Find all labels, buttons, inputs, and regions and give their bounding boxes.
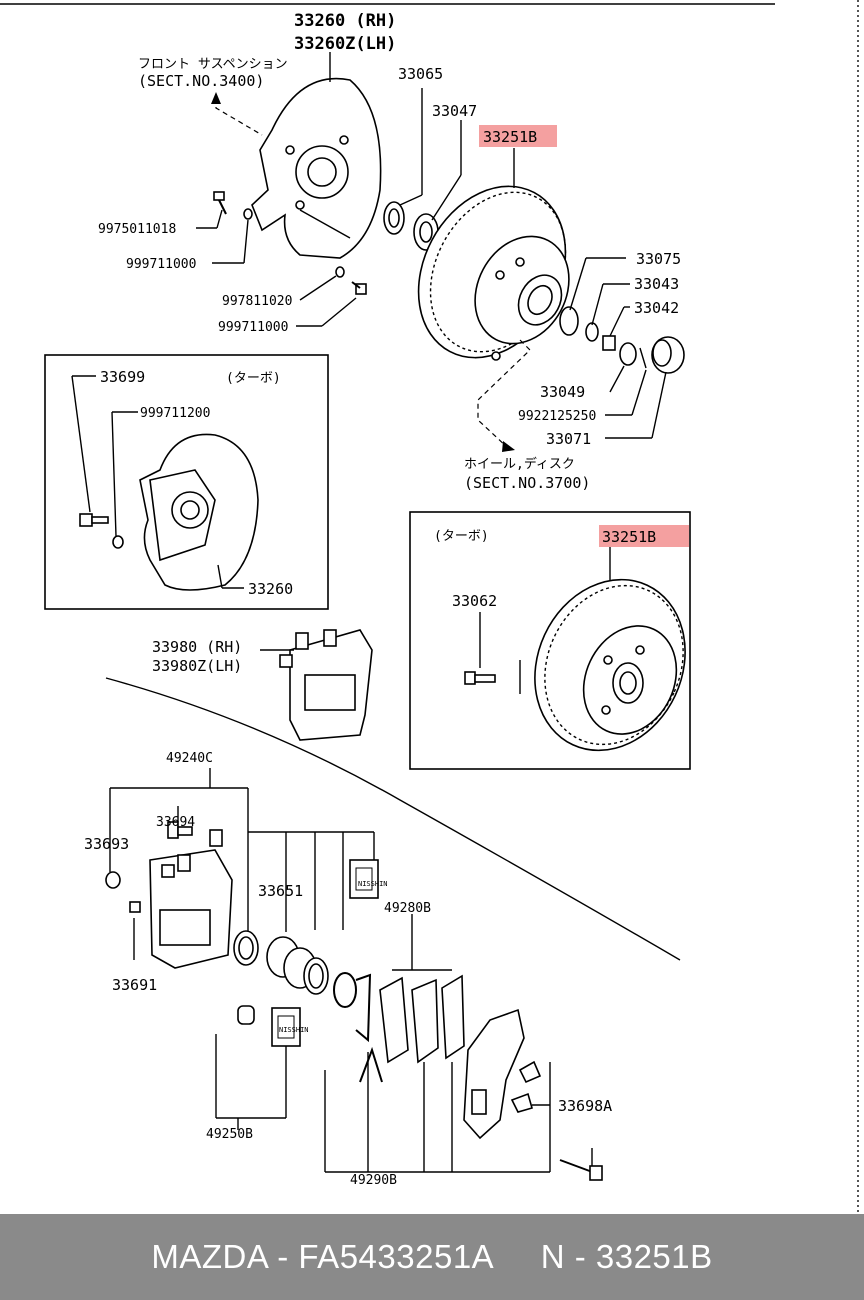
label-33698a: 33698A: [558, 1097, 612, 1115]
label-33065: 33065: [398, 65, 443, 83]
turbo-shield-box: [44, 354, 329, 610]
label-999711000-b: 999711000: [218, 320, 288, 335]
seal-kit-b: NISSHIN: [271, 1007, 309, 1047]
nut-lock-33049: [619, 342, 637, 366]
label-turbo-b: (ターボ): [434, 529, 489, 544]
dust-boot: [233, 930, 259, 966]
label-sect-3400: (SECT.NO.3400): [138, 72, 264, 90]
washer-33043: [585, 322, 599, 342]
bolt-33691: [129, 901, 141, 913]
label-49240c: 49240C: [166, 751, 213, 766]
highlight-33251b-box: [599, 525, 689, 547]
label-33047: 33047: [432, 102, 477, 120]
nut-33042: [602, 335, 616, 351]
label-33043: 33043: [634, 275, 679, 293]
label-33651: 33651: [258, 882, 303, 900]
label-33699: 33699: [100, 368, 145, 386]
label-33260-box: 33260: [248, 580, 293, 598]
label-33980z-lh: 33980Z(LH): [152, 657, 242, 675]
turbo-brake-disc: [534, 578, 686, 752]
bushing: [237, 1005, 255, 1025]
label-997811020: 997811020: [222, 294, 292, 309]
anti-rattle-clip: [355, 973, 372, 1043]
label-33980-rh: 33980 (RH): [152, 638, 242, 656]
part-number-footer: MAZDA - FA5433251A N - 33251B: [0, 1214, 864, 1300]
clip-a: [518, 1060, 542, 1084]
bearing-33075: [559, 306, 579, 336]
label-33260-rh: 33260 (RH): [294, 11, 396, 31]
label-49250b: 49250B: [206, 1127, 253, 1142]
grease-cap-33071: [651, 336, 685, 374]
label-999711200: 999711200: [140, 406, 210, 421]
label-9922125250: 9922125250: [518, 409, 596, 424]
label-33694: 33694: [156, 815, 195, 830]
caliper-mounting-bracket: [463, 1008, 525, 1140]
label-33251b-box: 33251B: [602, 528, 656, 546]
label-33691: 33691: [112, 976, 157, 994]
label-9975011018: 9975011018: [98, 222, 176, 237]
label-999711000-a: 999711000: [126, 257, 196, 272]
label-33693: 33693: [84, 835, 129, 853]
brake-pads-49280b: [379, 974, 465, 1064]
washer-999711200: [112, 535, 124, 549]
dust-shield-33260: [251, 77, 382, 259]
washer-999711000-a: [243, 208, 253, 220]
parts-diagram: NISSHIN NISSHIN: [0, 0, 859, 1214]
seal-kit-b-mark: NISSHIN: [279, 1026, 309, 1034]
bolt-33698a: [559, 1159, 603, 1181]
highlight-33251b-top: [479, 125, 557, 147]
label-wheel-disc: ホイール,ディスク: [464, 456, 575, 472]
label-33075: 33075: [636, 250, 681, 268]
oil-seal-33065: [383, 201, 405, 235]
cotter-pin-9922125250: [639, 347, 647, 369]
bolt-999711000-b: [351, 281, 367, 295]
brake-disc-33251b: [417, 185, 570, 361]
piston-seal: [303, 957, 329, 995]
screw-33062: [464, 671, 496, 685]
cap-33693: [105, 871, 121, 889]
caliper-33980: [279, 629, 373, 741]
label-front-suspension: フロント サスペンション: [138, 57, 288, 72]
label-sect-3700: (SECT.NO.3700): [464, 474, 590, 492]
label-33042: 33042: [634, 299, 679, 317]
shim-a: [359, 1046, 383, 1083]
label-turbo-a: (ターボ): [226, 371, 281, 386]
turbo-dust-shield: [139, 433, 259, 591]
retaining-ring: [333, 972, 357, 1008]
bleeder-33694: [167, 821, 193, 839]
label-33260z-lh: 33260Z(LH): [294, 34, 396, 54]
label-49290b: 49290B: [350, 1173, 397, 1188]
washer-997811020: [335, 266, 345, 278]
caliper-body: [149, 829, 233, 969]
label-33251b-top: 33251B: [483, 128, 537, 146]
label-49280b: 49280B: [384, 901, 431, 916]
label-33062: 33062: [452, 592, 497, 610]
turbo-rotor-box: [409, 511, 691, 770]
bolt-33699: [79, 513, 109, 527]
footer-part-numbers: MAZDA - FA5433251A N - 33251B: [151, 1238, 713, 1275]
bolt-9975011018: [213, 191, 227, 215]
label-33049: 33049: [540, 383, 585, 401]
clip-b: [510, 1092, 533, 1113]
seal-kit-a: NISSHIN: [349, 859, 388, 899]
label-33071: 33071: [546, 430, 591, 448]
seal-kit-a-mark: NISSHIN: [358, 880, 388, 888]
